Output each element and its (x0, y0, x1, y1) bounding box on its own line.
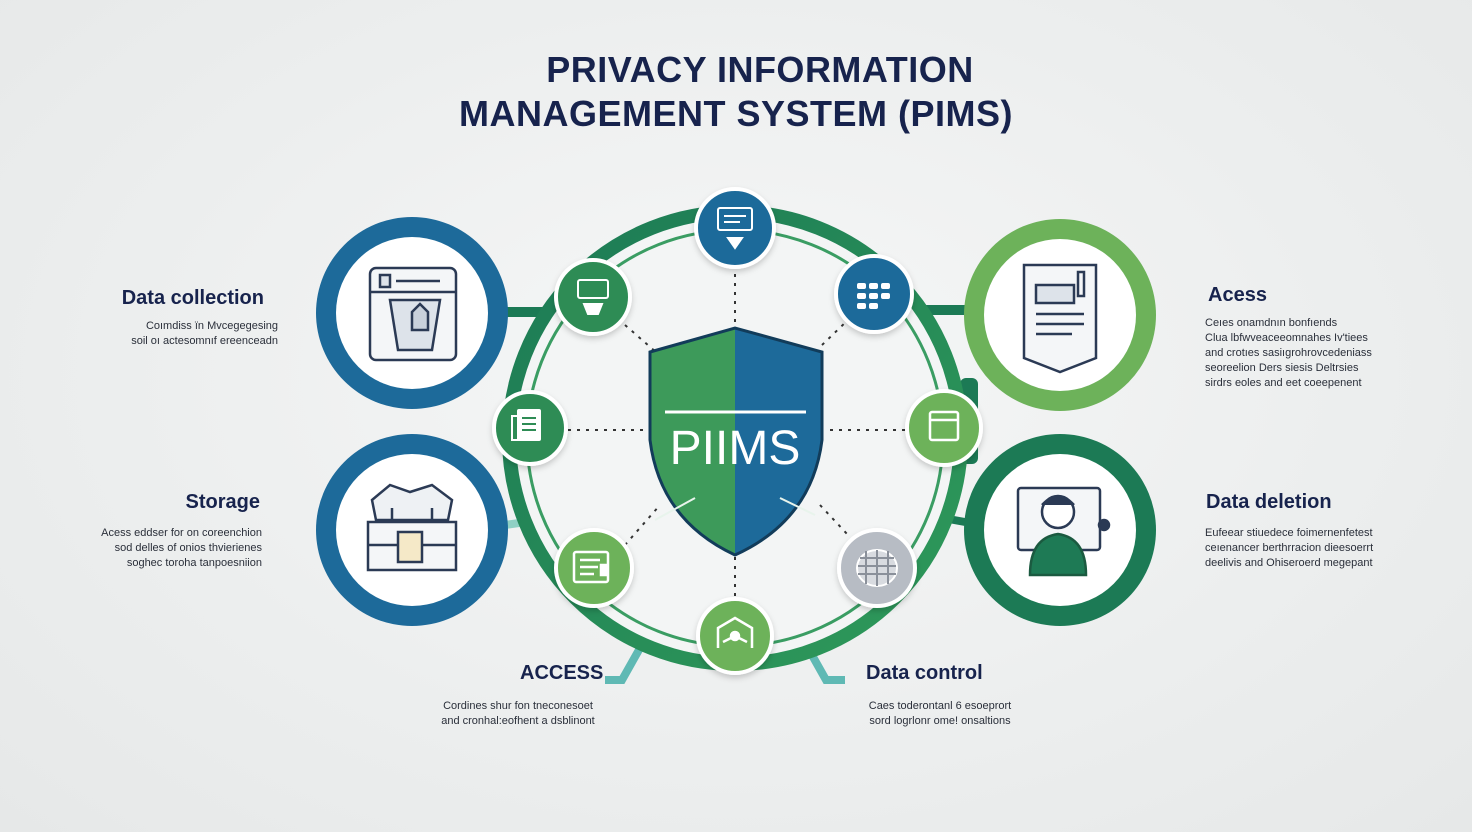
label-storage: Storage (185, 491, 260, 513)
desc-access-left-line-2: and cronhal:eofhent a dsblinont (441, 715, 595, 727)
archive-icon (366, 483, 458, 572)
desc-data-collection: Coımdiss ïn Mvcegegesing soil oı actesom… (60, 319, 278, 349)
outer-circle-access[interactable] (964, 219, 1156, 411)
desc-data-collection-line-1: Coımdiss ïn Mvcegegesing (145, 320, 278, 332)
desc-data-deletion-line-3: deelivis and Ohiseroerd megepant (1205, 557, 1373, 569)
label-data-collection: Data collection (121, 287, 264, 309)
checklist-icon (572, 550, 610, 584)
monitor-icon (577, 279, 609, 315)
desc-access-left: Cordines shur fon tneconesoet and cronha… (418, 699, 618, 729)
desc-storage-line-3: soghec toroha tanpoesniion (126, 557, 262, 569)
desc-access-right-line-4: seoreelion Ders siesis Deltrsies (1205, 362, 1359, 374)
desc-storage-line-1: Acess eddser for on coreenchion (101, 527, 262, 539)
server-icon (856, 549, 898, 587)
form-icon (717, 207, 753, 250)
desc-storage-line-2: sod delles of onios thvierienes (114, 542, 262, 554)
person-icon (1016, 486, 1111, 577)
node-lower-right[interactable] (837, 528, 917, 608)
node-left[interactable] (492, 390, 568, 466)
node-upper-right[interactable] (834, 254, 914, 334)
desc-access-right: Ceıes onamdnın bonfıends Clua lbfwveacee… (1205, 316, 1405, 391)
label-access-right: Acess (1208, 284, 1267, 306)
desc-data-control-line-1: Caes toderontanl 6 esoeprort (868, 700, 1012, 712)
desc-data-deletion-line-2: ceıenancer berthrracion dieesoerrt (1205, 542, 1374, 554)
label-data-control: Data control (866, 662, 983, 684)
title-line-1: PRIVACY INFORMATION (546, 49, 974, 90)
desc-data-collection-line-2: soil oı actesomnıf ereenceadn (131, 335, 278, 347)
desc-access-right-line-3: and crotıes sasiıgrohrovcedeniass (1205, 347, 1372, 359)
page-title: PRIVACY INFORMATION MANAGEMENT SYSTEM (P… (0, 48, 1472, 136)
label-data-deletion: Data deletion (1206, 491, 1332, 513)
node-bottom[interactable] (696, 597, 774, 675)
desc-data-deletion-line-1: Eufeear stiuedece foimernenfetest (1205, 527, 1373, 539)
desc-access-left-line-1: Cordines shur fon tneconesoet (443, 700, 593, 712)
workflow-icon (716, 616, 754, 648)
outer-circle-data-collection[interactable] (316, 217, 508, 409)
folder-icon (928, 410, 960, 442)
database-icon (368, 266, 458, 362)
title-line-2: MANAGEMENT SYSTEM (PIMS) (458, 93, 1013, 134)
pims-shield: PIIMS (648, 326, 824, 557)
label-access-left: ACCESS (520, 662, 604, 684)
document-page-icon (1022, 263, 1098, 374)
node-upper-left[interactable] (554, 258, 632, 336)
outer-circle-storage[interactable] (316, 434, 508, 626)
node-top[interactable] (694, 187, 776, 269)
grid-icon (857, 283, 890, 309)
shield-label: PIIMS (670, 422, 801, 475)
node-lower-left[interactable] (554, 528, 634, 608)
desc-access-right-line-5: sirdrs eoles and eet coeepenent (1205, 377, 1362, 389)
desc-data-control-line-2: sord logrlonr ome! onsaltions (869, 715, 1011, 727)
desc-access-right-line-2: Clua lbfwveaceeomnahes Iv'tiees (1205, 332, 1368, 344)
node-right[interactable] (905, 389, 983, 467)
desc-data-control: Caes toderontanl 6 esoeprort sord logrlo… (840, 699, 1040, 729)
desc-storage: Acess eddser for on coreenchion sod dell… (60, 526, 262, 571)
desc-data-deletion: Eufeear stiuedece foimernenfetest ceıena… (1205, 526, 1405, 571)
document-icon (511, 409, 541, 441)
outer-circle-data-deletion[interactable] (964, 434, 1156, 626)
desc-access-right-line-1: Ceıes onamdnın bonfıends (1205, 317, 1338, 329)
